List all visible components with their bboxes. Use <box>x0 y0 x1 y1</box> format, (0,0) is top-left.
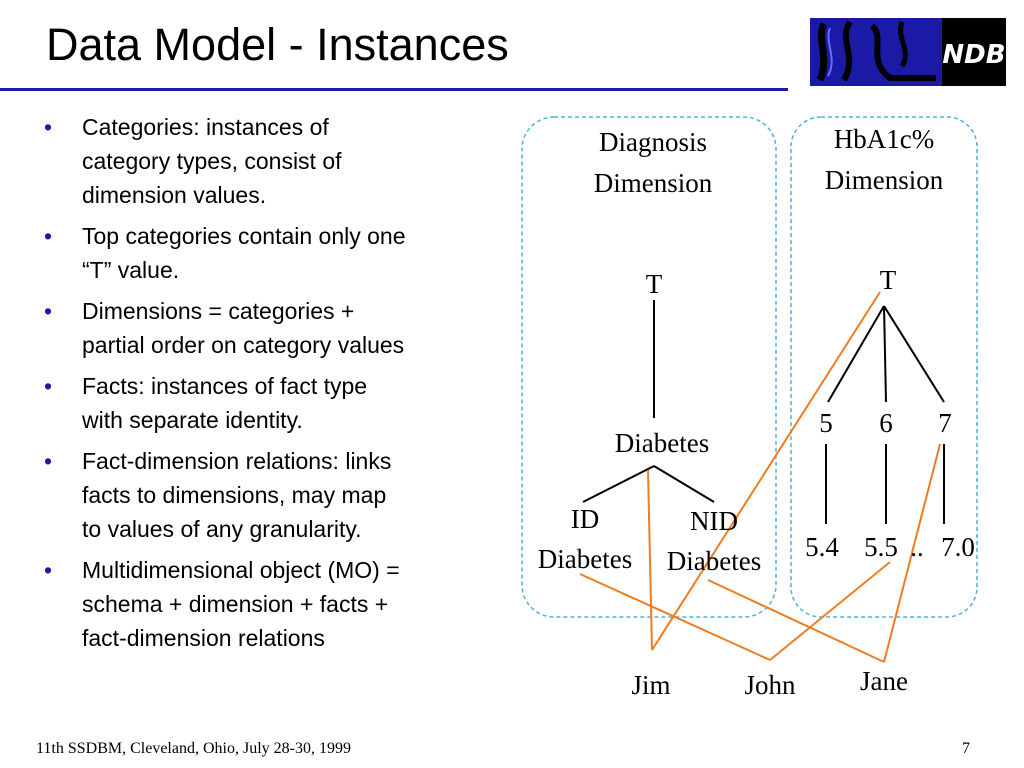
bullet-dot: • <box>44 114 53 140</box>
bullet-item: • Top categories contain only one “T” va… <box>44 219 504 287</box>
bullet-line: to values of any granularity. <box>82 516 362 542</box>
nid-diabetes-line1: NID <box>690 506 738 536</box>
bullet-item: • Multidimensional object (MO) = schema … <box>44 553 504 655</box>
fact-dimension-links <box>579 291 941 663</box>
diagnosis-dimension-box <box>521 116 777 618</box>
nid-diabetes-line2: Diabetes <box>667 546 761 576</box>
slide-title: Data Model - Instances <box>46 19 509 70</box>
id-diabetes-line2: Diabetes <box>538 544 632 574</box>
bullet-line: dimension values. <box>82 182 267 208</box>
slide-footer: 11th SSDBM, Cleveland, Ohio, July 28-30,… <box>36 740 351 757</box>
hba1c-value-5-5: 5.5 <box>864 532 898 562</box>
fact-jane: Jane <box>860 666 908 696</box>
bullet-line: Fact-dimension relations: links <box>82 448 392 474</box>
bullet-item: • Facts: instances of fact type with sep… <box>44 369 504 437</box>
logo-text-panel <box>942 18 1006 86</box>
bullet-line: “T” value. <box>82 257 180 283</box>
bullet-line: Categories: instances of <box>82 114 329 140</box>
bullet-dot: • <box>44 298 53 324</box>
bullet-line: partial order on category values <box>82 332 405 358</box>
hba1c-ellipsis: .. <box>910 532 924 562</box>
bullet-line: facts to dimensions, may map <box>82 482 387 508</box>
bullet-item: • Fact-dimension relations: links facts … <box>44 444 504 546</box>
bullet-line: Top categories contain only one <box>82 223 406 249</box>
hba1c-value-7: 7 <box>938 408 952 438</box>
hba1c-value-6: 6 <box>879 408 893 438</box>
bullet-line: fact-dimension relations <box>82 625 325 651</box>
hba1c-value-5-4: 5.4 <box>805 532 839 562</box>
bullet-item: • Categories: instances of category type… <box>44 110 504 212</box>
hba1c-title-line1: HbA1c% <box>834 124 934 154</box>
bullet-list: • Categories: instances of category type… <box>44 110 504 662</box>
diagnosis-top-value: T <box>646 269 663 299</box>
bullet-dot: • <box>44 373 53 399</box>
title-underline <box>0 88 788 91</box>
fact-john: John <box>744 670 796 700</box>
diagnosis-title-line2: Dimension <box>594 168 713 198</box>
bullet-line: with separate identity. <box>82 407 303 433</box>
bullet-dot: • <box>44 557 53 583</box>
hierarchy-edges <box>582 300 945 524</box>
hba1c-value-5: 5 <box>819 408 833 438</box>
hba1c-title-line2: Dimension <box>825 165 944 195</box>
bullet-line: Facts: instances of fact type <box>82 373 368 399</box>
bullet-dot: • <box>44 448 53 474</box>
hba1c-top-value: T <box>880 265 897 295</box>
bullet-line: Dimensions = categories + <box>82 298 355 324</box>
bullet-item: • Dimensions = categories + partial orde… <box>44 294 504 362</box>
page-number: 7 <box>962 740 970 757</box>
fact-jim: Jim <box>631 670 670 700</box>
diabetes-node: Diabetes <box>615 428 709 458</box>
bullet-line: category types, consist of <box>82 148 342 174</box>
hba1c-value-7-0: 7.0 <box>941 532 975 562</box>
id-diabetes-line1: ID <box>571 504 600 534</box>
diagnosis-title-line1: Diagnosis <box>599 127 707 157</box>
bullet-line: Multidimensional object (MO) = <box>82 557 400 583</box>
bullet-line: schema + dimension + facts + <box>82 591 389 617</box>
ndb-logo: NDB <box>810 18 1006 86</box>
bullet-dot: • <box>44 223 53 249</box>
hba1c-dimension-box <box>790 116 978 618</box>
logo-text: NDB <box>942 40 1005 70</box>
